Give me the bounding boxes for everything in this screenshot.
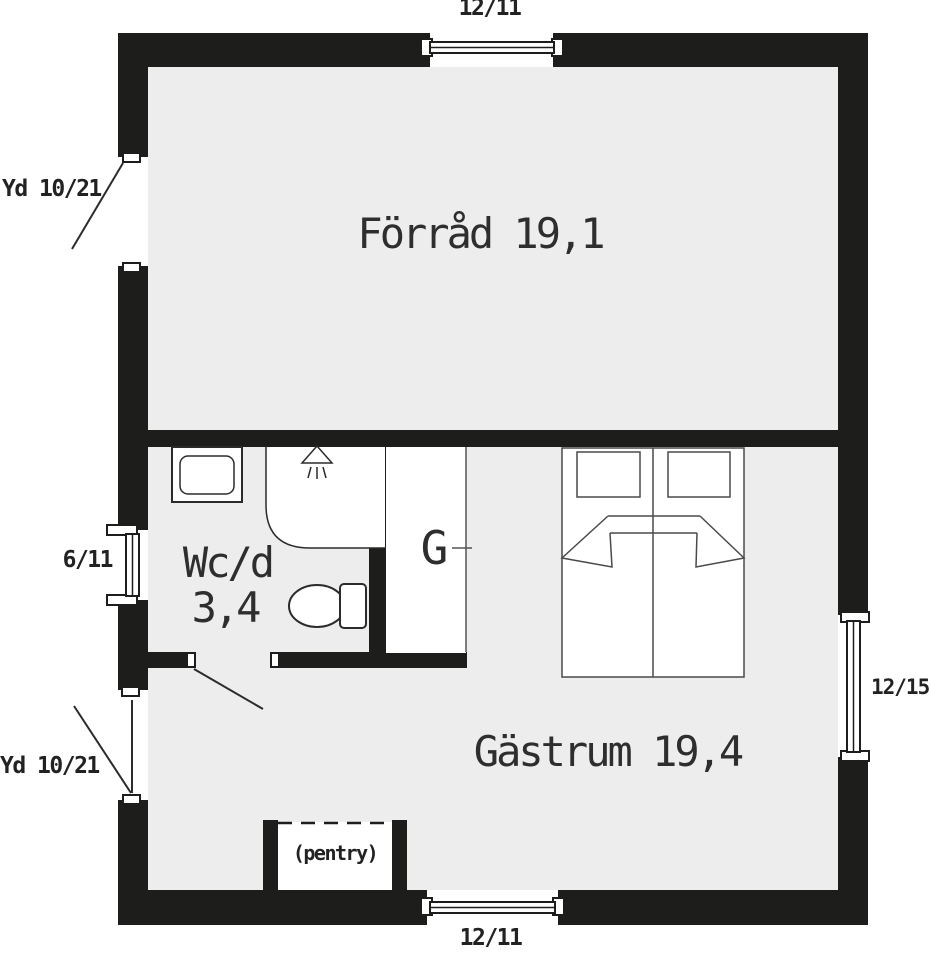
wall-right-1 (838, 33, 868, 615)
wall-bottom-right (558, 890, 868, 925)
dimension-window-right: 12/15 (871, 675, 930, 699)
pillow-left (576, 451, 641, 498)
room-label-pentry: (pentry) (292, 841, 379, 865)
shower-spray-line (307, 466, 312, 479)
toilet (288, 583, 367, 629)
blanket-fold-right (695, 515, 746, 568)
wc-door-jamb-right (270, 652, 280, 668)
wc-door-swing-line (193, 668, 264, 710)
door-opening-upper (118, 157, 148, 266)
shower-spray-line (322, 466, 327, 479)
room-label-wardrobe: G (420, 521, 449, 575)
sink (171, 446, 243, 503)
wall-bottom-left (118, 890, 427, 925)
wall-left-4 (118, 800, 148, 925)
shower-head-icon (300, 444, 334, 464)
dimension-door-upper: Yd 10/21 (2, 176, 102, 202)
pentry-interior (278, 822, 392, 890)
door-upper-jamb-top (122, 152, 141, 163)
door-lower-leader-line (73, 705, 132, 794)
wall-top-left (118, 33, 430, 67)
wall-divider (125, 430, 840, 447)
double-bed (560, 447, 746, 678)
wall-top-right (553, 33, 868, 67)
exterior-doors (71, 152, 141, 805)
door-lower-jamb-bottom (122, 794, 141, 805)
wall-right-2 (838, 757, 868, 925)
door-lower-jamb-top (121, 686, 140, 697)
wall-left-3 (118, 600, 148, 690)
window-bottom (420, 897, 565, 916)
blanket-fold-left (560, 515, 613, 568)
room-label-gastrum: Gästrum 19,4 (473, 727, 744, 776)
walls (118, 33, 868, 925)
closet-interior (386, 447, 466, 653)
window-left-jamb-top (106, 524, 138, 536)
wall-wc-closet-bottom (278, 652, 467, 668)
wc-door-jamb-left (186, 652, 196, 668)
wall-pentry-right-stub (392, 820, 407, 890)
wc-door (186, 652, 280, 710)
dimension-door-lower: Yd 10/21 (0, 753, 100, 779)
toilet-tank (339, 583, 367, 629)
dimension-window-top: 12/11 (458, 0, 522, 21)
window-left (106, 524, 140, 606)
wall-pentry-left-stub (263, 820, 278, 890)
door-upper-leader-line (71, 162, 124, 250)
window-right (840, 611, 870, 762)
shower-floor (266, 447, 385, 548)
wall-left-1 (118, 33, 148, 157)
pillow-right (667, 451, 731, 498)
shower (265, 444, 386, 549)
window-top (420, 38, 564, 57)
bed-blanket (560, 515, 746, 568)
wall-wc-bottom-stub (140, 652, 187, 668)
room-label-wc: Wc/d (182, 538, 275, 587)
shower-spray-icon (307, 466, 327, 479)
window-left-jamb-bottom (106, 594, 138, 606)
dimension-window-left: 6/11 (62, 547, 114, 573)
room-area-wc: 3,4 (191, 583, 262, 632)
wardrobe-front (452, 447, 472, 652)
wall-left-2 (118, 266, 148, 530)
dimension-window-bottom: 12/11 (459, 925, 523, 951)
door-upper-jamb-bottom (122, 262, 141, 273)
shower-edge-line (265, 446, 386, 549)
room-label-forrad: Förråd 19,1 (357, 209, 605, 258)
sink-basin (179, 455, 235, 495)
